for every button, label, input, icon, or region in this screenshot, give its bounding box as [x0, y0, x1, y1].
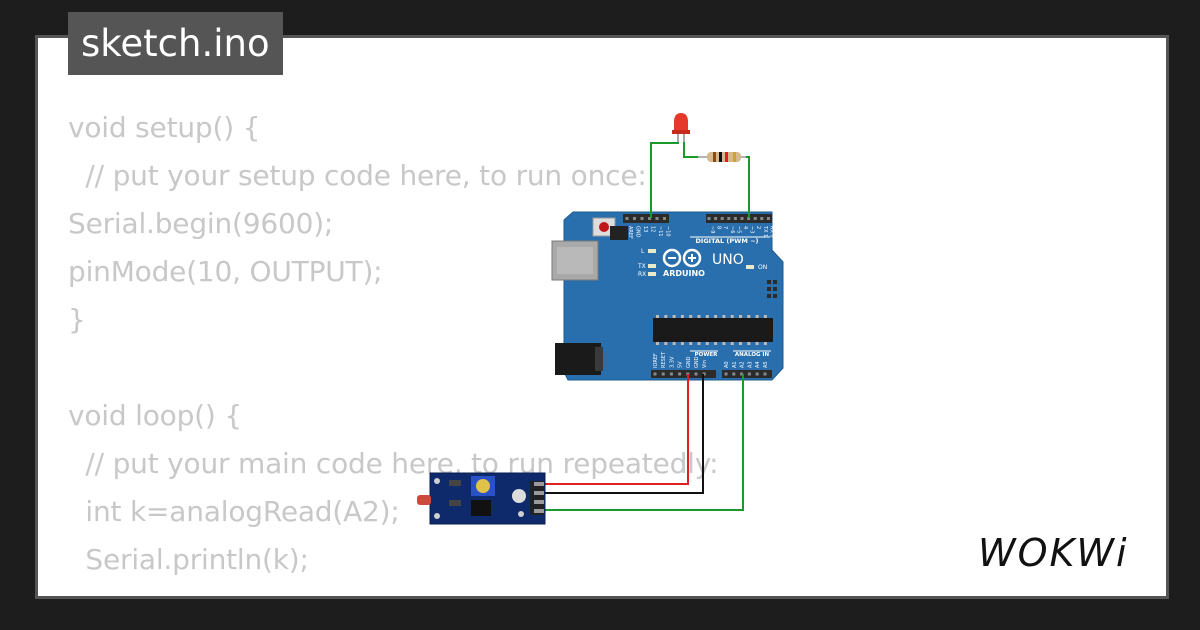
code-line: void loop() {	[68, 399, 242, 432]
analog-pin-label: A3	[747, 361, 753, 368]
digital-pin-label: 8	[716, 226, 722, 229]
analog-pin-label: A4	[755, 361, 761, 368]
svg-text:WOKWi: WOKWi	[978, 531, 1129, 575]
analog-pin-label: A2	[740, 361, 746, 368]
code-line: void setup() {	[68, 111, 261, 144]
board-name: ARDUINO	[663, 269, 705, 278]
digital-pin-label: 7	[722, 226, 728, 229]
preview-card: void setup() { // put your setup code he…	[35, 35, 1169, 599]
digital-pin-label: TX 1	[762, 225, 768, 237]
light-sensor-module[interactable]	[417, 472, 546, 525]
photoresistor	[417, 495, 431, 505]
code-line: }	[68, 303, 86, 336]
wokwi-logo: WOKWi	[978, 531, 1129, 575]
wire-gnd[interactable]	[544, 374, 704, 494]
led-rx-label: RX	[638, 271, 646, 278]
power-pin-label: 5V	[678, 361, 684, 368]
code-line: int k=analogRead(A2);	[68, 495, 400, 528]
power-pin-label: Vin	[702, 360, 708, 368]
led-tx-label: TX	[637, 263, 646, 270]
digital-pin-label: ~5	[735, 226, 741, 233]
resistor[interactable]	[698, 152, 746, 162]
digital-pin-label: 12	[650, 226, 656, 232]
digital-pin-label: ~6	[729, 226, 735, 233]
analog-pin-label: A0	[724, 361, 730, 368]
arduino-logo	[662, 248, 702, 268]
digital-pin-label: GND	[635, 226, 641, 238]
wire-led-resistor[interactable]	[683, 142, 698, 158]
digital-header-left	[623, 214, 669, 223]
power-pin-label: 3.3V	[669, 356, 675, 368]
digital-pin-label: ~3	[749, 226, 755, 233]
power-pin-label: GND	[694, 356, 700, 368]
wire-led-gnd[interactable]	[650, 142, 679, 218]
analog-pin-label: A5	[763, 361, 769, 368]
digital-pin-label: 4	[742, 226, 748, 229]
led-on-label: ON	[758, 264, 767, 271]
code-line: delay(500);	[68, 584, 718, 596]
red-led[interactable]	[672, 113, 690, 142]
digital-header-right	[706, 214, 772, 223]
power-header	[651, 370, 716, 378]
sensor-chip	[471, 500, 491, 516]
code-line: // put your setup code here, to run once…	[68, 159, 647, 192]
atmega-chip	[653, 318, 773, 342]
code-line: Serial.begin(9600);	[68, 207, 334, 240]
digital-pin-label: RX 0	[768, 226, 774, 238]
icsp-header	[767, 280, 777, 298]
wire-analog[interactable]	[544, 374, 744, 511]
digital-header-label: DIGITAL (PWM ~)	[696, 237, 759, 245]
power-pin-label: GND	[686, 356, 692, 368]
digital-pin-label: ~9	[709, 226, 715, 233]
analog-pin-label: A1	[732, 361, 738, 368]
analog-label: ANALOG IN	[735, 352, 770, 358]
power-label: POWER	[695, 352, 719, 358]
power-pin-label: RESET	[661, 351, 667, 368]
file-tab: sketch.ino	[68, 12, 283, 75]
led-l-label: L	[641, 248, 645, 255]
code-line: pinMode(10, OUTPUT);	[68, 255, 383, 288]
code-line: Serial.println(k);	[68, 543, 309, 576]
digital-pin-label: AREF	[627, 226, 633, 239]
wire-resistor-pin[interactable]	[746, 156, 750, 218]
wire-5v[interactable]	[544, 374, 689, 485]
digital-pin-label: 13	[642, 226, 648, 232]
wires	[544, 142, 750, 511]
board-model: UNO	[712, 252, 744, 268]
digital-pin-label: ~11	[657, 226, 663, 237]
digital-pin-label: 2	[755, 226, 761, 229]
power-jack	[555, 343, 601, 375]
power-pin-label: IOREF	[653, 353, 659, 368]
analog-header	[722, 370, 772, 378]
digital-pin-label: ~10	[665, 226, 671, 237]
